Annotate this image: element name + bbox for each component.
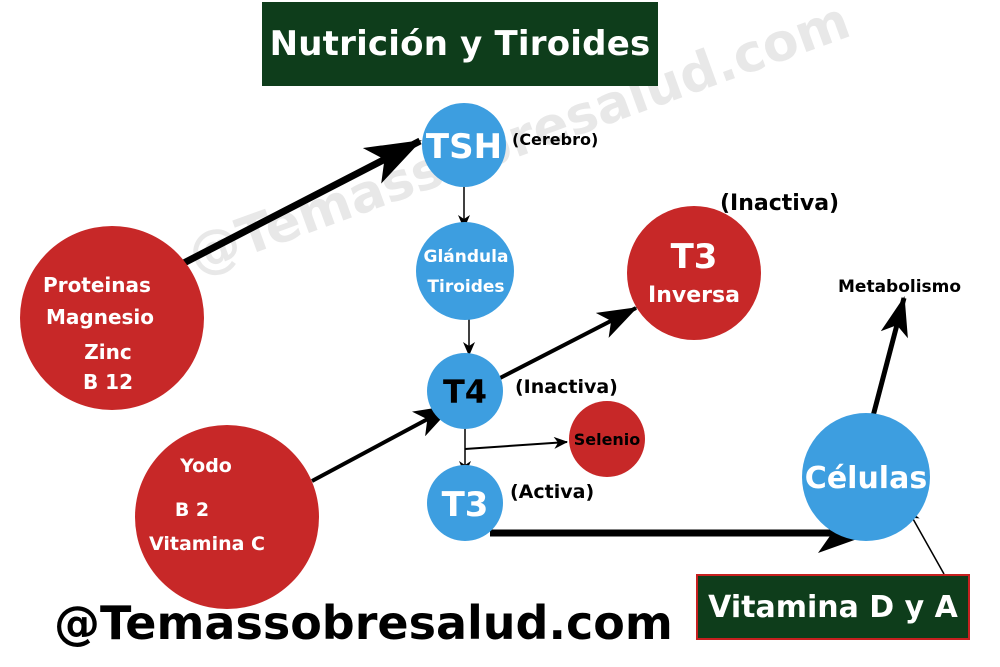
t3-active-note: (Activa) bbox=[510, 481, 594, 503]
t3-reverse-note: (Inactiva) bbox=[720, 191, 839, 216]
nutrient-magnesio: Magnesio bbox=[46, 305, 154, 329]
nutrient-b12: B 12 bbox=[83, 370, 133, 394]
vitamins-box: Vitamina D y A bbox=[696, 574, 970, 640]
metabolismo-label: Metabolismo bbox=[838, 277, 961, 297]
arrow-nutrients1-to-tsh bbox=[176, 137, 422, 270]
t3-active-node bbox=[427, 465, 503, 541]
gland-line2: Tiroides bbox=[427, 277, 504, 297]
t4-note: (Inactiva) bbox=[515, 376, 618, 398]
gland-node bbox=[416, 222, 514, 320]
t3-reverse-line1: T3 bbox=[671, 237, 718, 277]
arrow-nutrients2-to-t4 bbox=[311, 404, 454, 483]
arrow-vitamins-to-celulas bbox=[907, 509, 945, 575]
nutrients-circle-1 bbox=[20, 226, 204, 410]
tsh-label: TSH bbox=[426, 127, 502, 167]
selenio-node bbox=[569, 401, 645, 477]
tsh-note: (Cerebro) bbox=[512, 130, 598, 149]
arrow-t4-to-selenio bbox=[464, 436, 568, 450]
nutrient-yodo: Yodo bbox=[179, 455, 232, 477]
t4-node bbox=[427, 353, 503, 429]
arrow-t4-to-t3-inversa bbox=[499, 306, 638, 380]
t3-reverse-node bbox=[627, 206, 761, 340]
tsh-node bbox=[422, 103, 506, 187]
gland-line1: Glándula bbox=[424, 247, 509, 267]
arrow-celulas-to-metabolismo bbox=[869, 296, 908, 421]
nutrient-zinc: Zinc bbox=[84, 340, 131, 364]
celulas-node bbox=[802, 413, 930, 541]
t4-label: T4 bbox=[443, 373, 487, 411]
nutrient-proteinas: Proteinas bbox=[43, 273, 151, 297]
page-title: Nutrición y Tiroides bbox=[262, 2, 658, 86]
nutrients-circle-2 bbox=[135, 425, 319, 609]
selenio-label: Selenio bbox=[574, 430, 641, 449]
t3-active-label: T3 bbox=[442, 485, 489, 525]
nutrient-b2: B 2 bbox=[175, 499, 209, 521]
t3-reverse-line2: Inversa bbox=[648, 283, 740, 308]
nutrient-vitamina-c: Vitamina C bbox=[149, 533, 265, 555]
celulas-label: Células bbox=[805, 461, 927, 496]
footer-handle: @Temassobresalud.com bbox=[54, 596, 673, 650]
